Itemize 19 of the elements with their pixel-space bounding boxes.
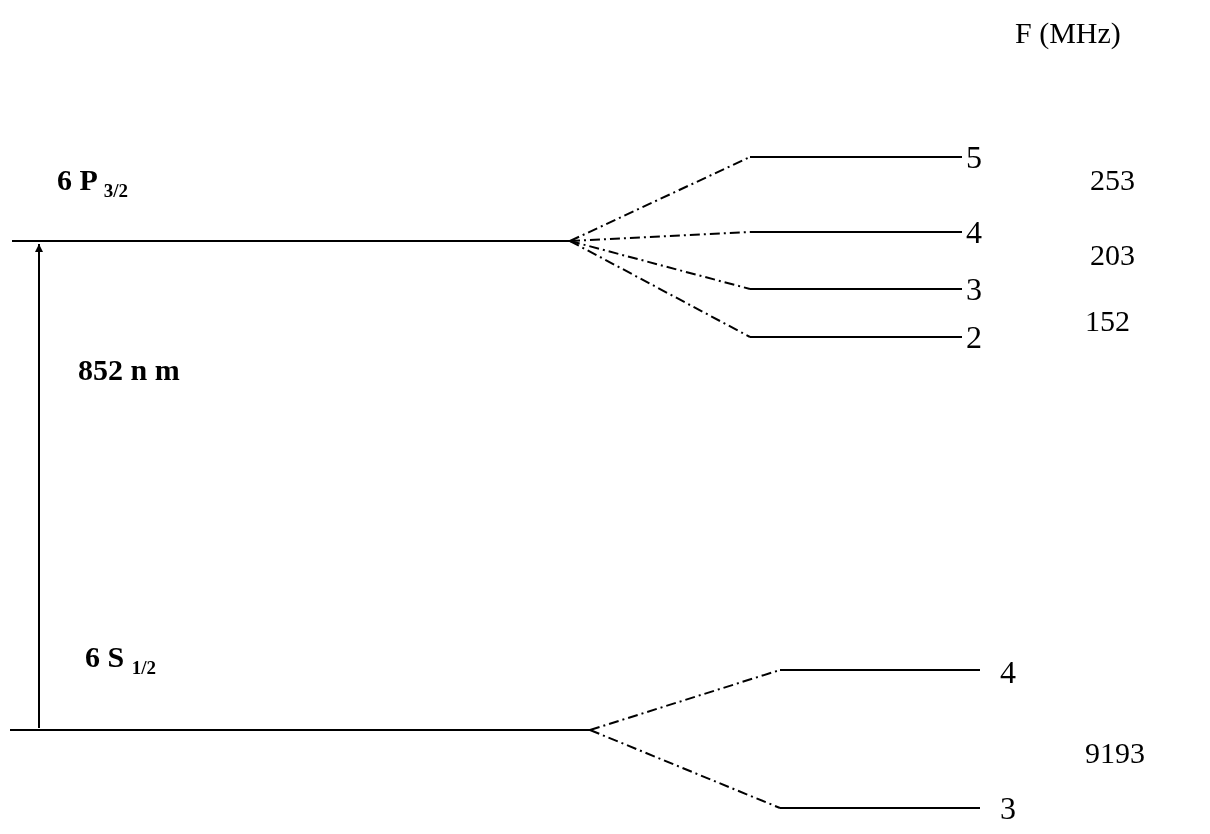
- column-heading: F (MHz): [1015, 18, 1121, 48]
- edge-label: 852 n m: [78, 355, 180, 385]
- dash-dot-line: [569, 156, 751, 242]
- quantum-number: 4: [1000, 656, 1016, 688]
- quantum-number: 3: [1000, 792, 1016, 824]
- state-label: 6 S $_{1/2}$: [85, 642, 156, 677]
- frequency-value: 253: [1090, 165, 1135, 195]
- quantum-number: 5: [966, 141, 982, 173]
- transition-arrow: [35, 243, 43, 729]
- quantum-number: 3: [966, 273, 982, 305]
- dash-dot-line: [569, 240, 751, 290]
- state-label: 6 P $_{3/2}$: [57, 165, 128, 200]
- frequency-value: 203: [1090, 240, 1135, 270]
- frequency-value: 9193: [1085, 738, 1145, 768]
- quantum-number: 2: [966, 321, 982, 353]
- frequency-value: 152: [1085, 306, 1130, 336]
- dash-dot-line: [569, 240, 751, 338]
- quantum-number: 4: [966, 216, 982, 248]
- dash-dot-line: [589, 729, 781, 809]
